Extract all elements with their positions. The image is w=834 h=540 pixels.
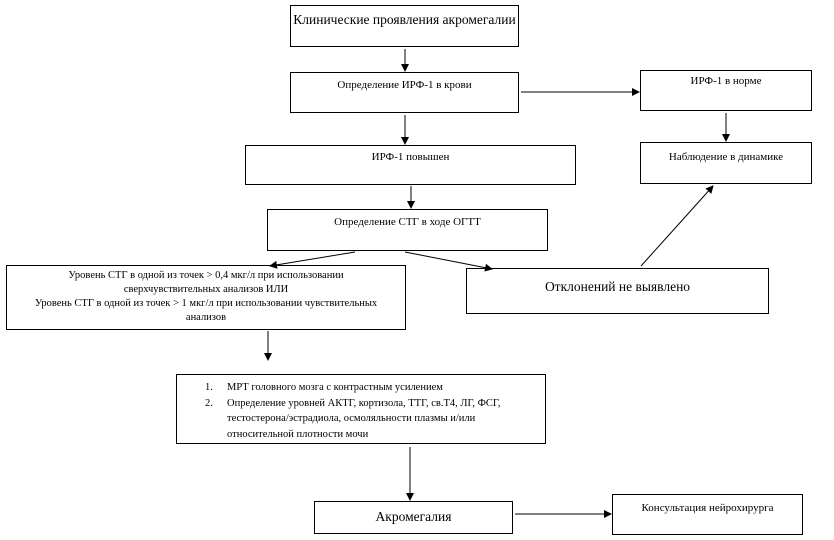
- gh-ogtt-text: Определение СТГ в ходе ОГТТ: [334, 216, 481, 228]
- neurosurgeon-box: Консультация нейрохирурга: [612, 494, 803, 535]
- exam-item-2-line3: относительной плотности мочи: [227, 428, 369, 440]
- exam-item-1-number: 1.: [205, 382, 213, 393]
- igf-high-box: ИРФ-1 повышен: [245, 145, 576, 185]
- arrow-gh-ogtt-to-no-deviation: [404, 251, 493, 272]
- exams-box: 1. МРТ головного мозга с контрастным уси…: [176, 374, 546, 444]
- exam-item-2-line2: тестостерона/эстрадиола, осмоляльности п…: [227, 413, 476, 424]
- gh-level-line1: Уровень СТГ в одной из точек > 0,4 мкг/л…: [68, 270, 344, 281]
- clinical-manifestations-box: Клинические проявления акромегалии: [290, 5, 519, 47]
- igf-normal-box: ИРФ-1 в норме: [640, 70, 812, 111]
- gh-level-box: Уровень СТГ в одной из точек > 0,4 мкг/л…: [6, 265, 406, 330]
- no-deviation-text: Отклонений не выявлено: [544, 279, 691, 294]
- arrow-gh-ogtt-to-gh-level: [269, 251, 356, 269]
- acromegaly-text: Акромегалия: [375, 509, 452, 524]
- exam-item-1-line1: МРТ головного мозга с контрастным усилен…: [227, 382, 443, 393]
- neurosurgeon-text: Консультация нейрохирурга: [641, 502, 774, 514]
- exam-item-2-number: 2.: [205, 397, 213, 409]
- gh-level-line3: Уровень СТГ в одной из точек > 1 мкг/л п…: [34, 298, 378, 309]
- observation-box: Наблюдение в динамике: [640, 142, 812, 184]
- no-deviation-box: Отклонений не выявлено: [466, 268, 769, 314]
- clinical-manifestations-text: Клинические проявления акромегалии: [293, 12, 516, 27]
- igf-high-text: ИРФ-1 повышен: [371, 151, 450, 163]
- exams-list: 1. МРТ головного мозга с контрастным уси…: [177, 380, 500, 442]
- igf-test-text: Определение ИРФ-1 в крови: [337, 79, 472, 91]
- gh-level-line4: анализов: [185, 312, 227, 323]
- acromegaly-box: Акромегалия: [314, 501, 513, 534]
- igf-normal-text: ИРФ-1 в норме: [690, 75, 762, 87]
- arrow-no-deviation-to-observation: [640, 185, 714, 267]
- igf-test-box: Определение ИРФ-1 в крови: [290, 72, 519, 113]
- exam-item-2: 2. Определение уровней АКТГ, кортизола, …: [177, 396, 500, 443]
- observation-text: Наблюдение в динамике: [668, 151, 784, 163]
- exam-item-1: 1. МРТ головного мозга с контрастным уси…: [177, 380, 500, 396]
- exam-item-2-line1: Определение уровней АКТГ, кортизола, ТТГ…: [227, 397, 501, 409]
- gh-ogtt-box: Определение СТГ в ходе ОГТТ: [267, 209, 548, 251]
- gh-level-line2: сверхчувствительных анализов ИЛИ: [123, 284, 289, 295]
